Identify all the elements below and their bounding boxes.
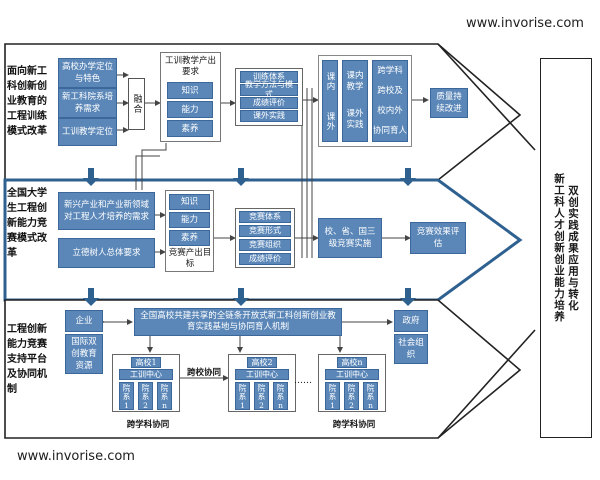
outcome-line-1: 新工科人才创新创业能力培养 <box>553 173 565 323</box>
school-n: 高校n 工训中心 院系1 院系2 院系n <box>318 354 386 412</box>
row2-goal-ability: 能力 <box>169 212 210 228</box>
school-1-dept-1: 院系1 <box>119 382 134 411</box>
row2-goal-knowledge: 知识 <box>169 194 210 210</box>
row1-system-3: 成绩评价 <box>240 97 298 109</box>
down-arrows <box>83 168 416 306</box>
school-n-center: 工训中心 <box>325 369 379 380</box>
row1-col-2: 课内教学 课外实践 <box>342 60 368 142</box>
school-2-dept-n: 院系n <box>273 382 288 411</box>
row1-system-1: 训练体系 <box>240 71 298 83</box>
row2-system-4: 成绩评价 <box>239 253 291 265</box>
row2-system-2: 竞赛形式 <box>239 225 291 237</box>
row1-quality: 质量持续改进 <box>430 88 468 118</box>
watermark-bottom: www.invorise.com <box>12 442 140 470</box>
row1-req-title: 工训教学产出要求 <box>164 56 216 77</box>
row1-col-3: 跨学科 跨校及 校内外 协同育人 <box>372 60 408 142</box>
row2-system-3: 竞赛组织 <box>239 239 291 251</box>
school-2-name: 高校2 <box>247 357 277 368</box>
row2-eval: 竞赛效果评估 <box>410 222 466 254</box>
row1-req-ability: 能力 <box>167 101 213 118</box>
row1-input-3: 工训教学定位 <box>58 118 117 146</box>
row1-col-1: 课内 课外 <box>322 60 338 142</box>
row1-system-2: 教学方法与模式 <box>240 80 298 99</box>
row1-label: 面向新工科创新创业教育的工程训练模式改革 <box>7 66 47 137</box>
row1-input-2: 新工科院系培养需求 <box>58 88 117 118</box>
school-2-center: 工训中心 <box>235 369 289 380</box>
cross-discipline-1: 跨学科协同 <box>126 420 170 430</box>
row3-right-2: 社会组织 <box>394 334 428 364</box>
school-1-dept-n: 院系n <box>157 382 172 411</box>
watermark-top: www.invorise.com <box>460 10 590 36</box>
row2-goal-quality: 素养 <box>169 230 210 246</box>
row3-label: 工程创新能力竞赛支持平台及协同机制 <box>7 324 47 395</box>
row1-req-quality: 素养 <box>167 120 213 137</box>
outcome-line-2: 双创实践成果应用与转化 <box>567 184 579 312</box>
row1-system-4: 课外实践 <box>240 110 298 122</box>
row2-levels: 校、省、国三级竞赛实施 <box>318 218 382 258</box>
row3-left-2: 国际双创教育资源 <box>65 334 103 374</box>
school-1-center: 工训中心 <box>119 369 173 380</box>
school-1: 高校1 工训中心 院系1 院系2 院系n <box>112 354 180 412</box>
row1-fusion: 融合 <box>128 78 145 130</box>
row3-right-1: 政府 <box>394 310 428 332</box>
school-n-dept-2: 院系2 <box>344 382 359 411</box>
row2-label: 全国大学生工程创新能力竞赛模式改革 <box>7 188 47 259</box>
outcome-box: 双创实践成果应用与转化 新工科人才创新创业能力培养 <box>540 58 592 438</box>
row2-goal-title: 竞赛产出目标 <box>168 248 212 269</box>
row2-input-1: 新兴产业和产业新领域对工程人才培养的需求 <box>58 192 155 230</box>
school-1-name: 高校1 <box>131 357 161 368</box>
school-2-dept-2: 院系2 <box>254 382 269 411</box>
row3-platform: 全国高校共建共享的全链条开放式新工科创新创业教育实践基地与协同育人机制 <box>134 308 342 336</box>
school-n-name: 高校n <box>337 357 367 368</box>
row1-req-knowledge: 知识 <box>167 82 213 99</box>
row2-system-1: 竞赛体系 <box>239 211 291 223</box>
cross-school-label: 跨校协同 <box>186 368 221 378</box>
school-n-dept-1: 院系1 <box>325 382 340 411</box>
row2-input-2: 立德树人总体要求 <box>58 238 155 268</box>
school-1-dept-2: 院系2 <box>138 382 153 411</box>
cross-discipline-2: 跨学科协同 <box>332 420 376 430</box>
row1-input-1: 高校办学定位与特色 <box>58 58 117 88</box>
school-2: 高校2 工训中心 院系1 院系2 院系n <box>228 354 296 412</box>
school-2-dept-1: 院系1 <box>235 382 250 411</box>
school-n-dept-n: 院系n <box>363 382 378 411</box>
row3-left-1: 企业 <box>65 310 103 332</box>
ellipsis: …… <box>294 376 312 386</box>
